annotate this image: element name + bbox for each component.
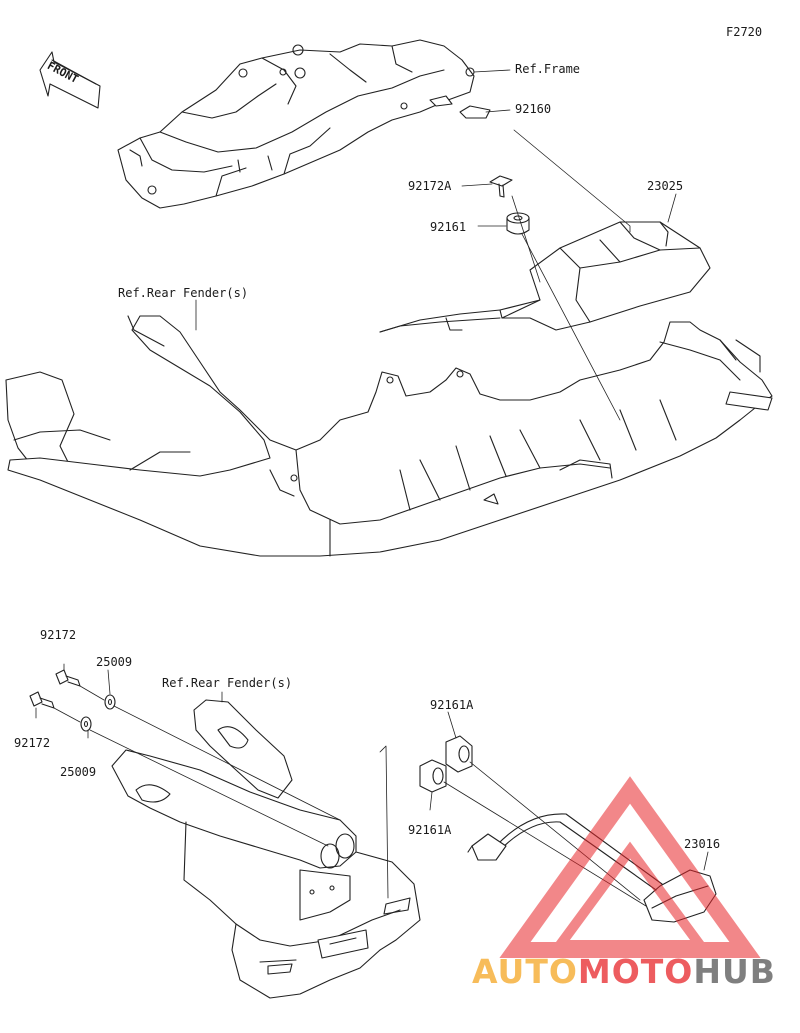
grommet-92161A-bottom <box>419 759 447 793</box>
rear-fender-lower <box>111 699 421 999</box>
label-23016: 23016 <box>684 837 721 851</box>
frame-part <box>117 39 475 209</box>
watermark-part1: AUTO <box>472 952 578 991</box>
watermark-logo: AUTOMOTOHUB <box>472 952 776 991</box>
label-ref-rear-fender-2: Ref.Rear Fender(s) <box>162 676 293 690</box>
grommet-92161A-top <box>445 735 473 773</box>
washer-25009-bottom <box>80 716 92 732</box>
label-92172-bottom: 92172 <box>14 736 51 750</box>
label-92172A: 92172A <box>408 179 452 193</box>
bolt-92172-top <box>55 669 81 687</box>
watermark-part2: MOTO <box>577 952 694 991</box>
unit-23025 <box>379 221 711 333</box>
bolt-92172-bottom <box>29 691 55 709</box>
rear-fender-upper <box>5 315 773 557</box>
label-92161A-bottom: 92161A <box>408 823 452 837</box>
front-arrow-icon <box>39 51 101 109</box>
watermark-triangle <box>499 776 761 958</box>
label-92161: 92161 <box>430 220 467 234</box>
grommet-92161 <box>506 212 530 235</box>
lamp-23016 <box>467 813 717 923</box>
leader-lines <box>35 69 709 907</box>
watermark-part3: HUB <box>693 952 776 991</box>
label-25009-bottom: 25009 <box>60 765 97 779</box>
bolt-92172A <box>489 175 513 198</box>
label-25009-top: 25009 <box>96 655 133 669</box>
washer-25009-top <box>104 694 116 710</box>
bracket-92160 <box>459 105 491 119</box>
label-23025: 23025 <box>647 179 684 193</box>
label-92172-top: 92172 <box>40 628 77 642</box>
label-ref-frame: Ref.Frame <box>515 62 581 76</box>
label-ref-rear-fender-1: Ref.Rear Fender(s) <box>118 286 249 300</box>
label-92160: 92160 <box>515 102 552 116</box>
diagram-code: F2720 <box>726 25 763 39</box>
label-92161A-top: 92161A <box>430 698 474 712</box>
